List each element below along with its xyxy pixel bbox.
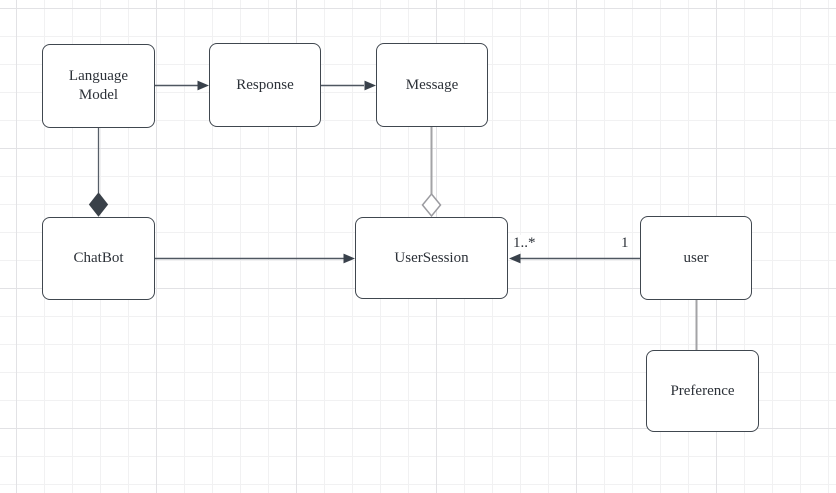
node-label: Message [405, 76, 459, 93]
arrowhead-icon [509, 253, 521, 264]
edge-languagemodel-chatbot-composition[interactable] [88, 128, 109, 217]
edge-languagemodel-response[interactable] [155, 80, 209, 91]
node-label: ChatBot [73, 250, 124, 266]
edge-message-usersession-aggregation[interactable] [421, 127, 442, 218]
composition-diamond-icon [88, 192, 109, 217]
node-response[interactable]: Response [209, 43, 321, 127]
arrowhead-icon [343, 253, 355, 264]
node-language-model[interactable]: Language Model [42, 44, 155, 128]
multiplicity-label-target: 1..* [512, 235, 537, 251]
edge-user-usersession[interactable] [509, 253, 640, 264]
node-label: Response [236, 76, 294, 93]
node-label: user [683, 249, 709, 266]
node-label: UserSession [394, 249, 469, 266]
node-user[interactable]: user [640, 216, 752, 300]
node-message[interactable]: Message [376, 43, 488, 127]
edge-chatbot-usersession[interactable] [155, 253, 355, 264]
arrowhead-icon [364, 80, 376, 91]
node-label: Preference [670, 382, 735, 399]
edge-response-message[interactable] [321, 80, 376, 91]
node-chatbot[interactable]: ChatBot [42, 217, 155, 300]
node-label: Language Model [68, 68, 132, 103]
node-preference[interactable]: Preference [646, 350, 759, 432]
aggregation-diamond-icon [421, 192, 442, 218]
node-usersession[interactable]: UserSession [355, 217, 508, 299]
arrowhead-icon [197, 80, 209, 91]
multiplicity-label-source: 1 [620, 235, 630, 251]
